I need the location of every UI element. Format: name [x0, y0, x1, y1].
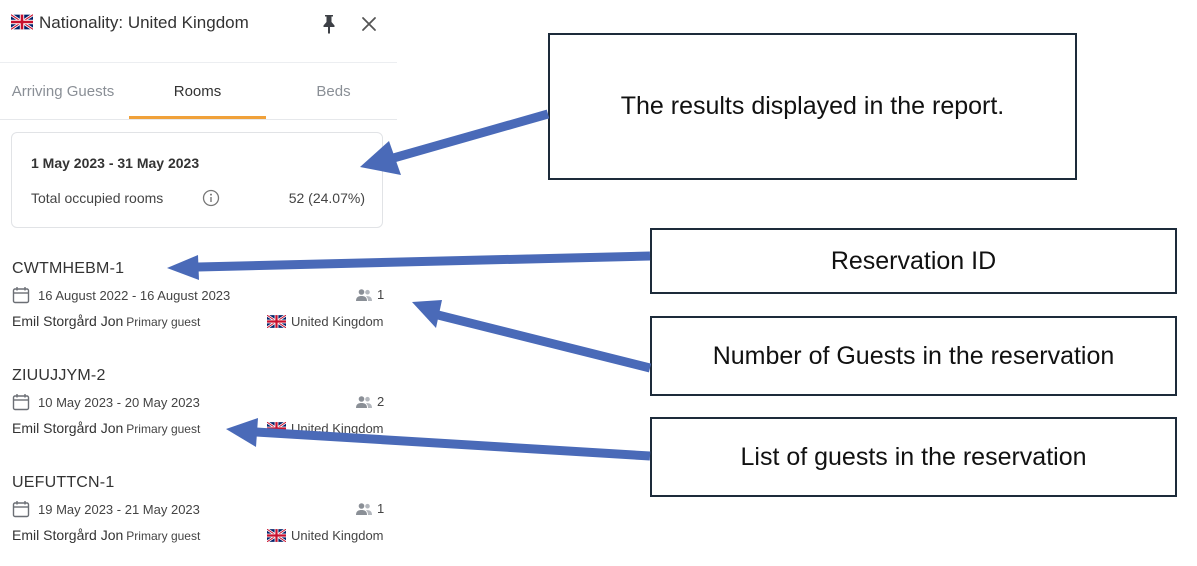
- reservation-dates: 16 August 2022 - 16 August 2023: [38, 288, 231, 303]
- reservation-id[interactable]: UEFUTTCN-1: [12, 474, 115, 491]
- info-icon[interactable]: [202, 189, 220, 212]
- summary-value: 52 (24.07%): [288, 190, 365, 206]
- guest-nationality: United Kingdom: [267, 314, 384, 329]
- guest-count: 2: [377, 394, 385, 409]
- guests-icon: [355, 502, 373, 521]
- reservation-item[interactable]: ZIUUJJYM-2 10 May 2023 - 20 May 2023 2 E…: [11, 367, 391, 447]
- calendar-icon: [12, 500, 30, 523]
- guest-nationality: United Kingdom: [267, 528, 384, 543]
- calendar-icon: [12, 393, 30, 416]
- callout-guest-count: Number of Guests in the reservation: [650, 316, 1177, 396]
- tab-arriving-guests[interactable]: Arriving Guests: [11, 83, 115, 100]
- reservation-id[interactable]: CWTMHEBM-1: [12, 260, 125, 277]
- uk-flag-icon: [267, 529, 286, 543]
- reservation-id[interactable]: ZIUUJJYM-2: [12, 367, 106, 384]
- pin-icon[interactable]: [320, 13, 338, 35]
- uk-flag-icon: [267, 315, 286, 329]
- reservation-dates: 10 May 2023 - 20 May 2023: [38, 395, 200, 410]
- guest-count: 1: [377, 287, 385, 302]
- tab-beds[interactable]: Beds: [316, 83, 351, 100]
- panel-title: Nationality: United Kingdom: [39, 13, 249, 32]
- summary-date-range: 1 May 2023 - 31 May 2023: [31, 155, 200, 171]
- guest-role: Primary guest: [126, 315, 201, 329]
- summary-label: Total occupied rooms: [31, 190, 164, 206]
- guest-role: Primary guest: [126, 529, 201, 543]
- guest-nationality: United Kingdom: [267, 421, 384, 436]
- close-icon[interactable]: [360, 14, 378, 34]
- callout-guest-list: List of guests in the reservation: [650, 417, 1177, 497]
- guest-count: 1: [377, 501, 385, 516]
- guests-icon: [355, 288, 373, 307]
- tab-bar: Arriving Guests Rooms Beds: [0, 62, 397, 120]
- report-panel: Nationality: United Kingdom Arriving Gue…: [0, 0, 397, 566]
- active-tab-indicator: [129, 116, 266, 119]
- arrow-to-results: [388, 109, 550, 164]
- summary-card: 1 May 2023 - 31 May 2023 Total occupied …: [11, 132, 383, 228]
- callout-reservation-id: Reservation ID: [650, 228, 1177, 294]
- reservation-dates: 19 May 2023 - 21 May 2023: [38, 502, 200, 517]
- reservation-item[interactable]: UEFUTTCN-1 19 May 2023 - 21 May 2023 1 E…: [11, 474, 391, 554]
- uk-flag-icon: [267, 422, 286, 436]
- guests-icon: [355, 395, 373, 414]
- guest-role: Primary guest: [126, 422, 201, 436]
- panel-header: Nationality: United Kingdom: [0, 0, 397, 63]
- uk-flag-icon: [11, 14, 33, 30]
- tab-rooms[interactable]: Rooms: [129, 62, 266, 119]
- callout-results: The results displayed in the report.: [548, 33, 1077, 180]
- calendar-icon: [12, 286, 30, 309]
- arrow-head-guest-count: [412, 300, 442, 328]
- reservation-item[interactable]: CWTMHEBM-1 16 August 2022 - 16 August 20…: [11, 260, 391, 340]
- arrow-to-guest-count: [436, 310, 652, 373]
